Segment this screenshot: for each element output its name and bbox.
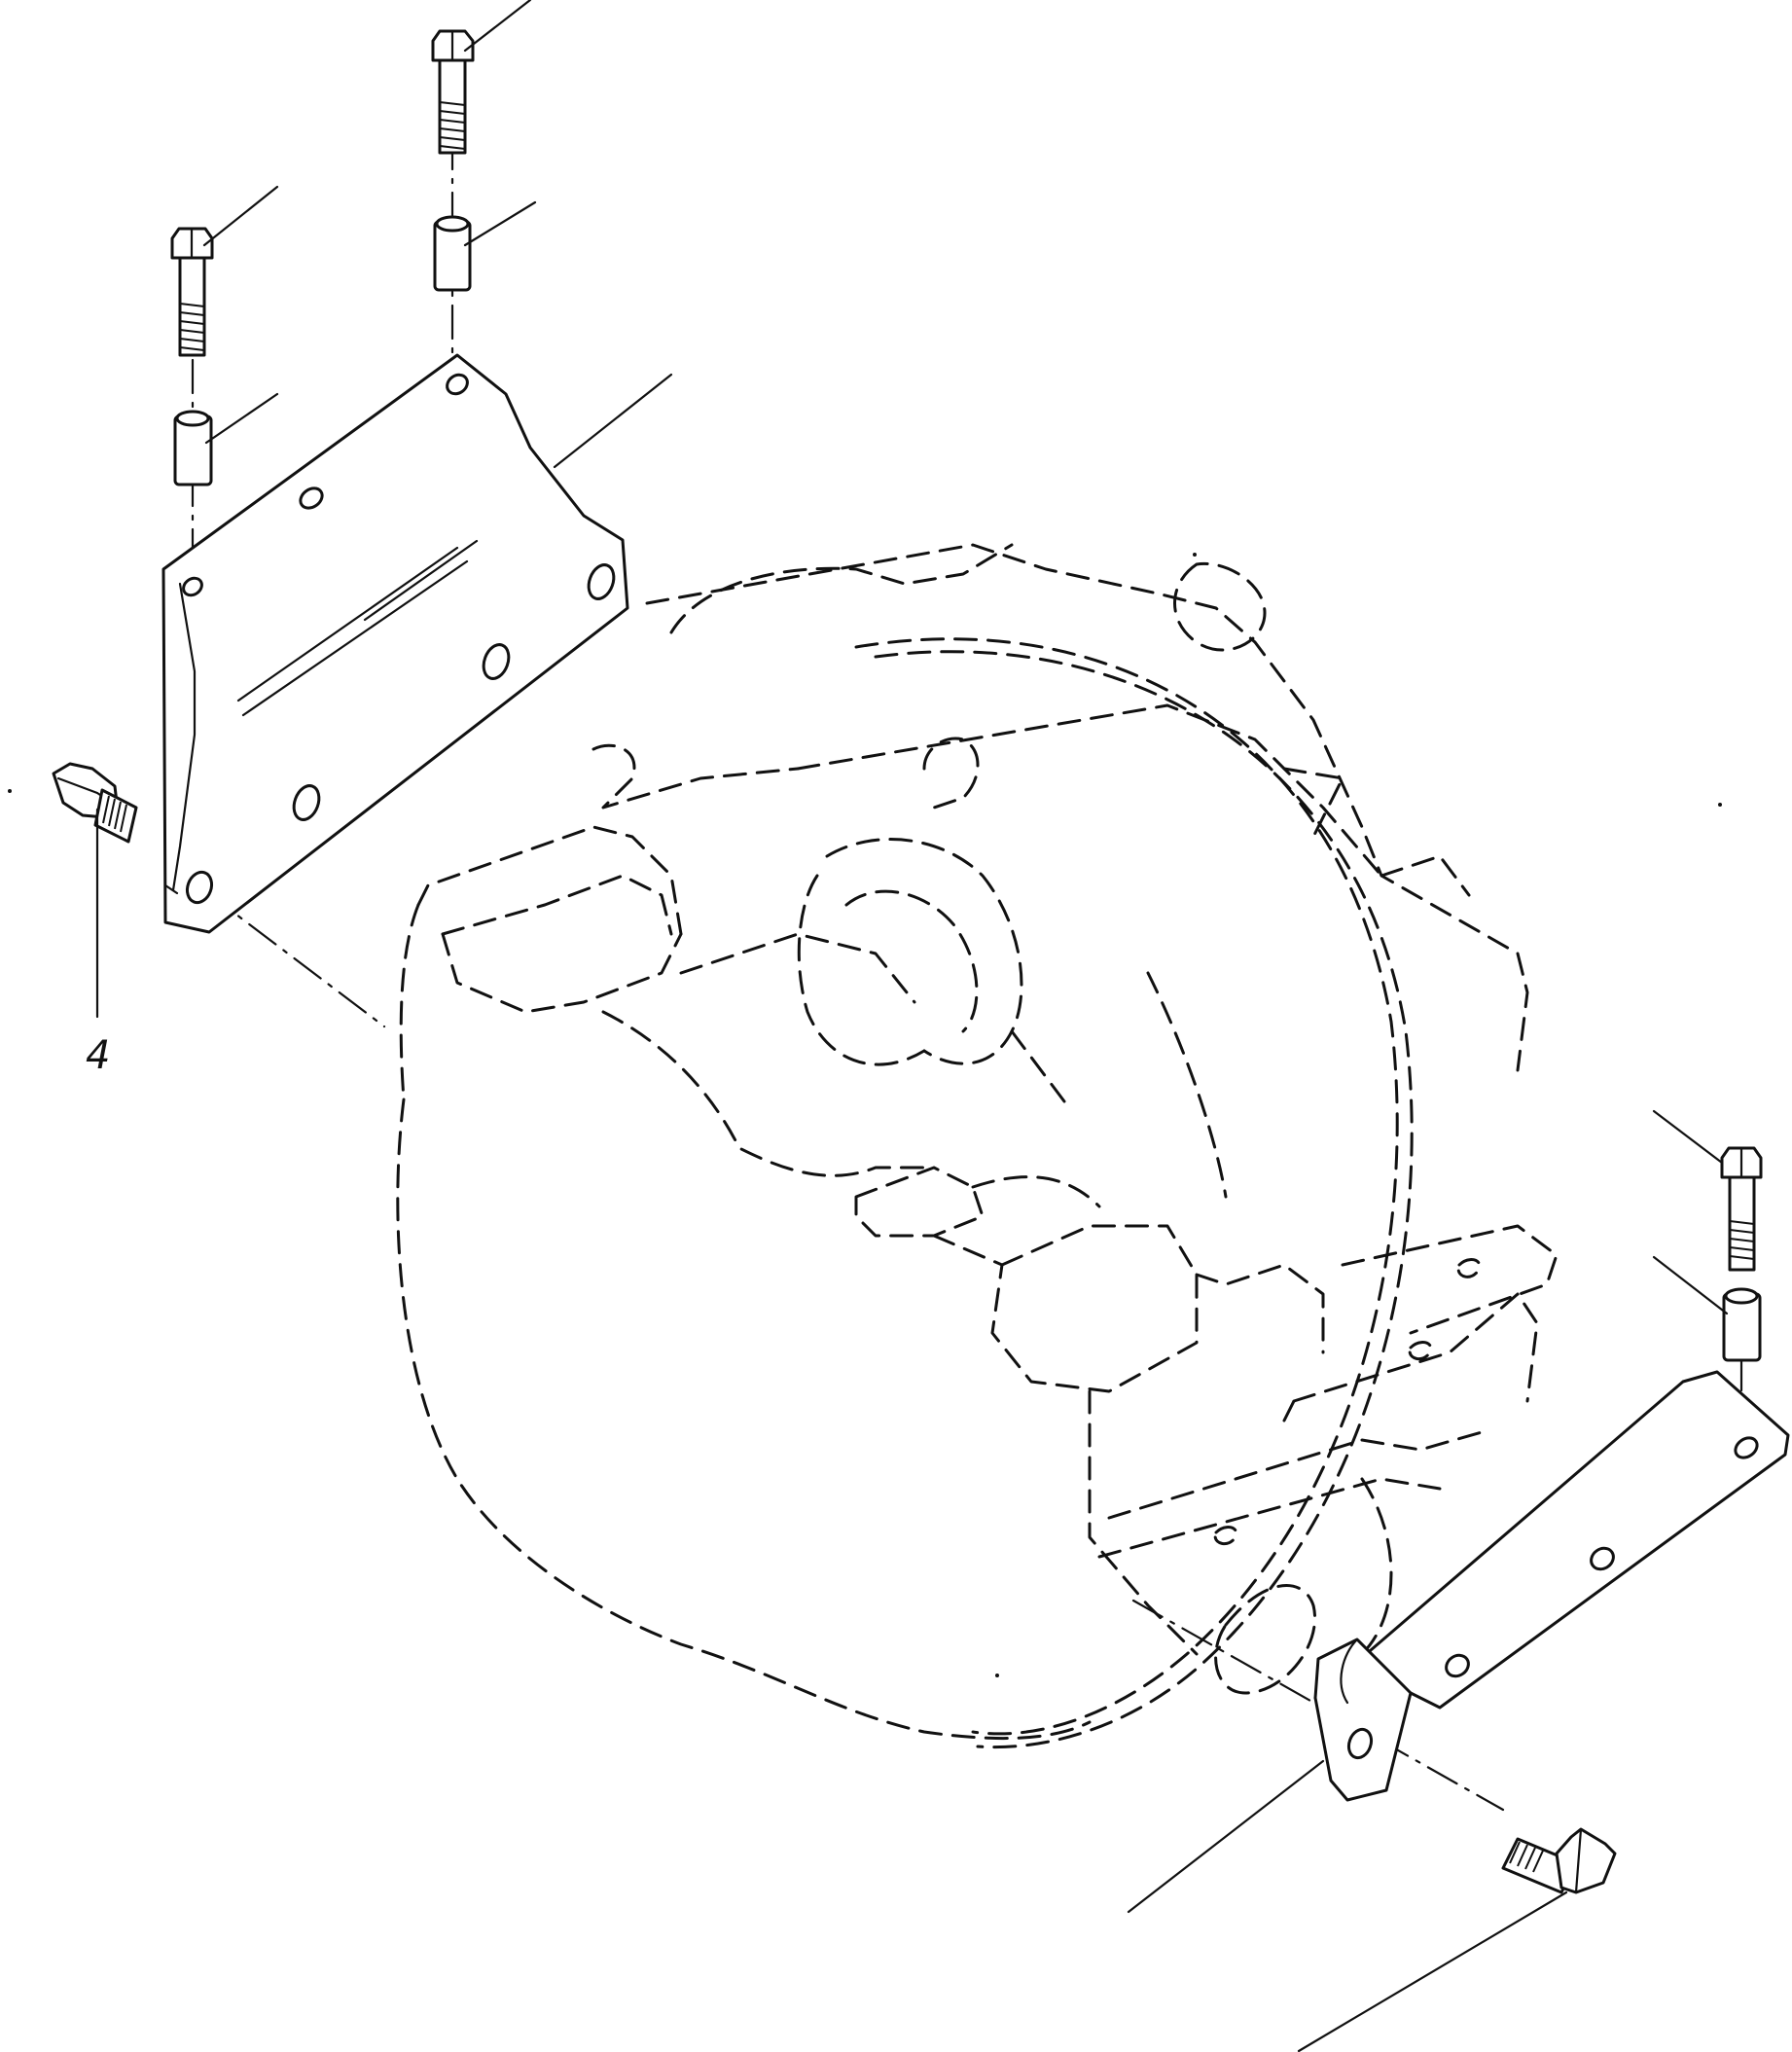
flange-bolt-left bbox=[52, 762, 138, 844]
hex-bolt-right bbox=[1720, 1146, 1763, 1272]
hex-bolt-top-center bbox=[431, 29, 475, 155]
right-angle-bracket bbox=[1313, 1370, 1790, 1802]
flywheel-housing-phantom bbox=[396, 543, 1559, 1749]
hex-bolt-top-left bbox=[170, 227, 214, 357]
spacer-sleeve-top-center bbox=[433, 215, 472, 292]
hex-bolt-lower-right bbox=[1501, 1827, 1617, 1894]
left-mounting-bracket bbox=[161, 353, 629, 934]
spacer-sleeve-top-left bbox=[173, 410, 213, 486]
callout-4-label: 4 bbox=[86, 1033, 110, 1078]
leader-lines bbox=[95, 0, 1729, 2052]
scan-specks bbox=[8, 553, 1722, 1677]
spacer-sleeve-right bbox=[1722, 1287, 1762, 1362]
